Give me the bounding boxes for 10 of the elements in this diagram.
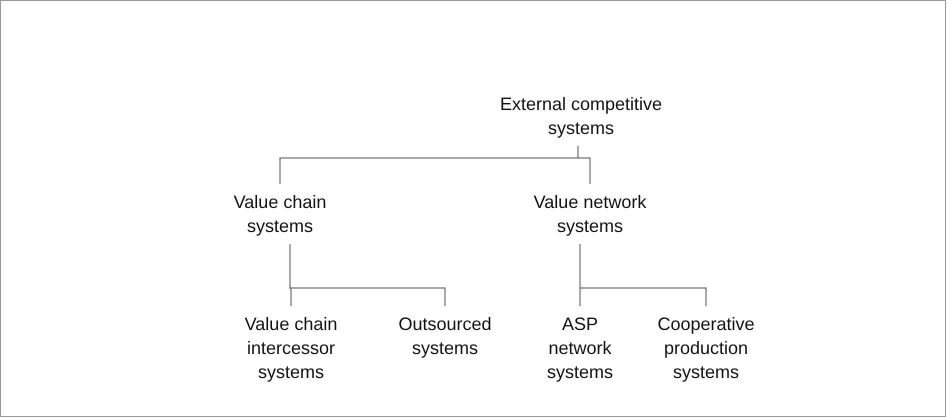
node-label: Outsourced systems: [397, 313, 493, 360]
node-label: Value chain intercessor systems: [244, 313, 338, 384]
node-label: ASP network systems: [546, 313, 614, 384]
node-label: Cooperative production systems: [656, 313, 756, 384]
connector-line: [580, 244, 706, 306]
connector-line: [578, 146, 590, 184]
connector-line: [290, 244, 446, 306]
node-label: External competitive systems: [498, 93, 664, 140]
node-label: Value chain systems: [232, 191, 328, 238]
node-label: Value network systems: [532, 191, 648, 238]
